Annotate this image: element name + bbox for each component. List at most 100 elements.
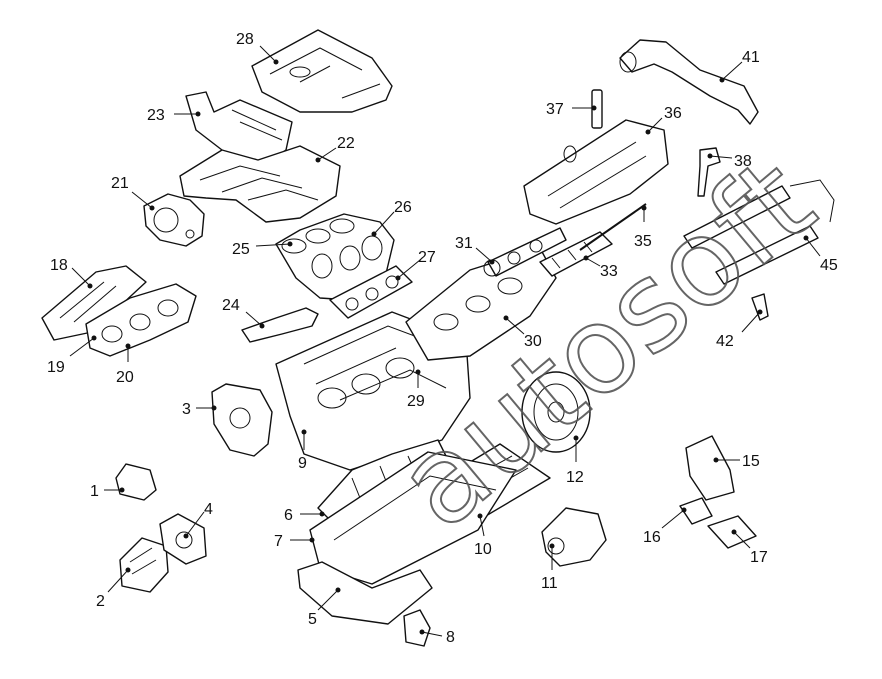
- callout-18: 18: [50, 257, 93, 289]
- svg-text:37: 37: [546, 101, 564, 118]
- callouts: 1 2 3 4 5 6 7 8: [47, 31, 838, 646]
- svg-text:28: 28: [236, 31, 254, 48]
- svg-text:27: 27: [418, 249, 436, 266]
- callout-6: 6: [284, 507, 325, 524]
- part-mount-bracket: [679, 497, 713, 525]
- callout-45: 45: [803, 235, 838, 274]
- svg-text:18: 18: [50, 257, 68, 274]
- part-thermostat-housing: [115, 463, 157, 501]
- callout-24: 24: [222, 297, 265, 329]
- callout-27: 27: [395, 249, 436, 281]
- callout-36: 36: [645, 105, 682, 135]
- svg-text:24: 24: [222, 297, 240, 314]
- svg-text:4: 4: [204, 501, 213, 518]
- callout-7: 7: [274, 533, 315, 550]
- callout-28: 28: [236, 31, 279, 65]
- svg-text:22: 22: [337, 135, 355, 152]
- callout-12: 12: [566, 435, 584, 486]
- part-cylinder-head-left: [275, 213, 395, 301]
- callout-33: 33: [583, 255, 618, 280]
- callout-25: 25: [232, 241, 293, 258]
- part-head-gasket: [329, 265, 413, 319]
- svg-text:1: 1: [90, 483, 99, 500]
- part-sensor: [751, 293, 769, 321]
- svg-text:17: 17: [750, 549, 768, 566]
- svg-text:8: 8: [446, 629, 455, 646]
- callout-15: 15: [713, 453, 760, 470]
- svg-text:19: 19: [47, 359, 65, 376]
- svg-text:35: 35: [634, 233, 652, 250]
- part-starter-motor: [541, 507, 607, 567]
- svg-text:29: 29: [407, 393, 425, 410]
- svg-text:15: 15: [742, 453, 760, 470]
- svg-text:7: 7: [274, 533, 283, 550]
- part-engine-mount: [685, 435, 735, 501]
- callout-38: 38: [707, 153, 752, 170]
- part-oil-filter-adapter: [159, 513, 207, 565]
- part-valve-cover: [523, 119, 669, 225]
- svg-text:21: 21: [111, 175, 129, 192]
- callout-11: 11: [541, 543, 558, 592]
- svg-text:33: 33: [600, 263, 618, 280]
- part-throttle-body: [143, 193, 205, 247]
- svg-text:5: 5: [308, 611, 317, 628]
- part-ignition-coil: [697, 147, 721, 197]
- svg-text:36: 36: [664, 105, 682, 122]
- svg-text:16: 16: [643, 529, 661, 546]
- svg-text:38: 38: [734, 153, 752, 170]
- callout-21: 21: [111, 175, 155, 211]
- callout-29: 29: [407, 369, 425, 410]
- callout-22: 22: [315, 135, 355, 163]
- svg-text:31: 31: [455, 235, 473, 252]
- callout-37: 37: [546, 101, 597, 118]
- callout-10: 10: [474, 513, 492, 558]
- callout-17: 17: [731, 529, 768, 566]
- callout-1: 1: [90, 483, 125, 500]
- svg-text:26: 26: [394, 199, 412, 216]
- callout-31: 31: [455, 235, 495, 265]
- callout-23: 23: [147, 107, 201, 124]
- callout-30: 30: [503, 315, 542, 350]
- part-engine-cover: [251, 29, 393, 113]
- callout-5: 5: [308, 587, 341, 628]
- part-crossover-tube: [619, 39, 759, 125]
- callout-26: 26: [371, 199, 412, 237]
- svg-text:20: 20: [116, 369, 134, 386]
- part-oil-pump: [211, 383, 273, 457]
- svg-text:6: 6: [284, 507, 293, 524]
- svg-text:41: 41: [742, 49, 760, 66]
- part-lower-oil-pan: [297, 561, 433, 625]
- callout-3: 3: [182, 401, 217, 418]
- part-heat-shield: [41, 265, 147, 341]
- part-drain-plug: [403, 609, 431, 647]
- part-coolant-pipe: [241, 307, 319, 343]
- callout-9: 9: [298, 429, 307, 472]
- svg-text:11: 11: [541, 575, 558, 592]
- svg-text:3: 3: [182, 401, 191, 418]
- part-flywheel: [521, 371, 591, 453]
- part-dipstick-tube: [579, 203, 647, 251]
- svg-text:23: 23: [147, 107, 165, 124]
- svg-text:12: 12: [566, 469, 584, 486]
- svg-text:2: 2: [96, 593, 105, 610]
- svg-text:9: 9: [298, 455, 307, 472]
- callout-16: 16: [643, 507, 687, 546]
- part-oil-filter: [119, 537, 169, 593]
- callout-20: 20: [116, 343, 134, 386]
- part-fuel-rail: [683, 179, 835, 285]
- callout-8: 8: [419, 629, 455, 646]
- callout-4: 4: [183, 501, 213, 539]
- callout-42: 42: [716, 309, 763, 350]
- svg-text:42: 42: [716, 333, 734, 350]
- part-intake-manifold: [179, 91, 341, 223]
- callout-19: 19: [47, 335, 97, 376]
- callout-2: 2: [96, 567, 131, 610]
- svg-text:25: 25: [232, 241, 250, 258]
- callout-41: 41: [719, 49, 760, 83]
- svg-text:45: 45: [820, 257, 838, 274]
- part-cylinder-head-right: [405, 247, 557, 361]
- svg-text:10: 10: [474, 541, 492, 558]
- callout-35: 35: [634, 205, 652, 250]
- svg-text:30: 30: [524, 333, 542, 350]
